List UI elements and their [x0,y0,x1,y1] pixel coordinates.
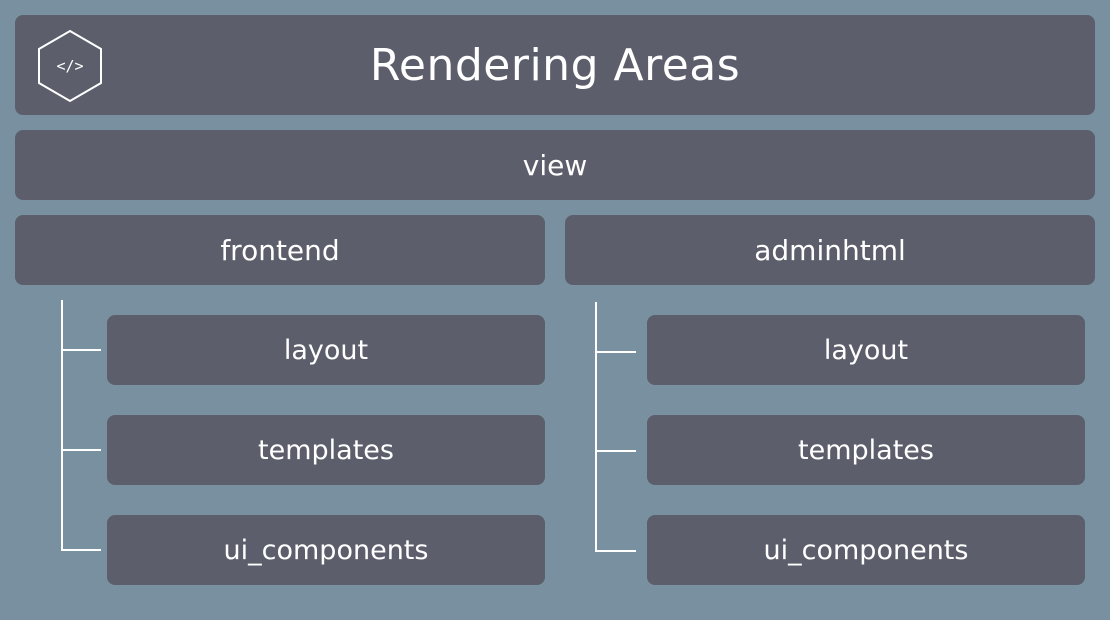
frontend-layout-node: layout [107,315,545,385]
frontend-templates-label: templates [258,434,394,466]
adminhtml-tree-branch-layout [595,351,636,353]
logo-code-text: </> [56,57,83,75]
adminhtml-tree-branch-ui-components [595,550,636,552]
frontend-templates-node: templates [107,415,545,485]
frontend-ui-components-label: ui_components [223,534,429,566]
frontend-tree-branch-ui-components [61,549,101,551]
page-title: Rendering Areas [369,39,741,91]
view-node: view [15,130,1095,200]
adminhtml-ui-components-node: ui_components [647,515,1085,585]
adminhtml-node: adminhtml [565,215,1095,285]
adminhtml-templates-label: templates [798,434,934,466]
frontend-tree-trunk [61,300,63,551]
adminhtml-tree-branch-templates [595,450,636,452]
adminhtml-tree-trunk [595,302,597,552]
frontend-tree-branch-templates [61,449,101,451]
code-hexagon-icon: </> [38,29,102,103]
adminhtml-layout-label: layout [823,334,909,366]
frontend-layout-label: layout [283,334,369,366]
adminhtml-ui-components-label: ui_components [763,534,969,566]
frontend-node: frontend [15,215,545,285]
frontend-label: frontend [220,233,340,267]
view-label: view [522,148,588,182]
frontend-ui-components-node: ui_components [107,515,545,585]
adminhtml-label: adminhtml [754,233,906,267]
frontend-tree-branch-layout [61,349,101,351]
title-bar: Rendering Areas [15,15,1095,115]
adminhtml-layout-node: layout [647,315,1085,385]
adminhtml-templates-node: templates [647,415,1085,485]
